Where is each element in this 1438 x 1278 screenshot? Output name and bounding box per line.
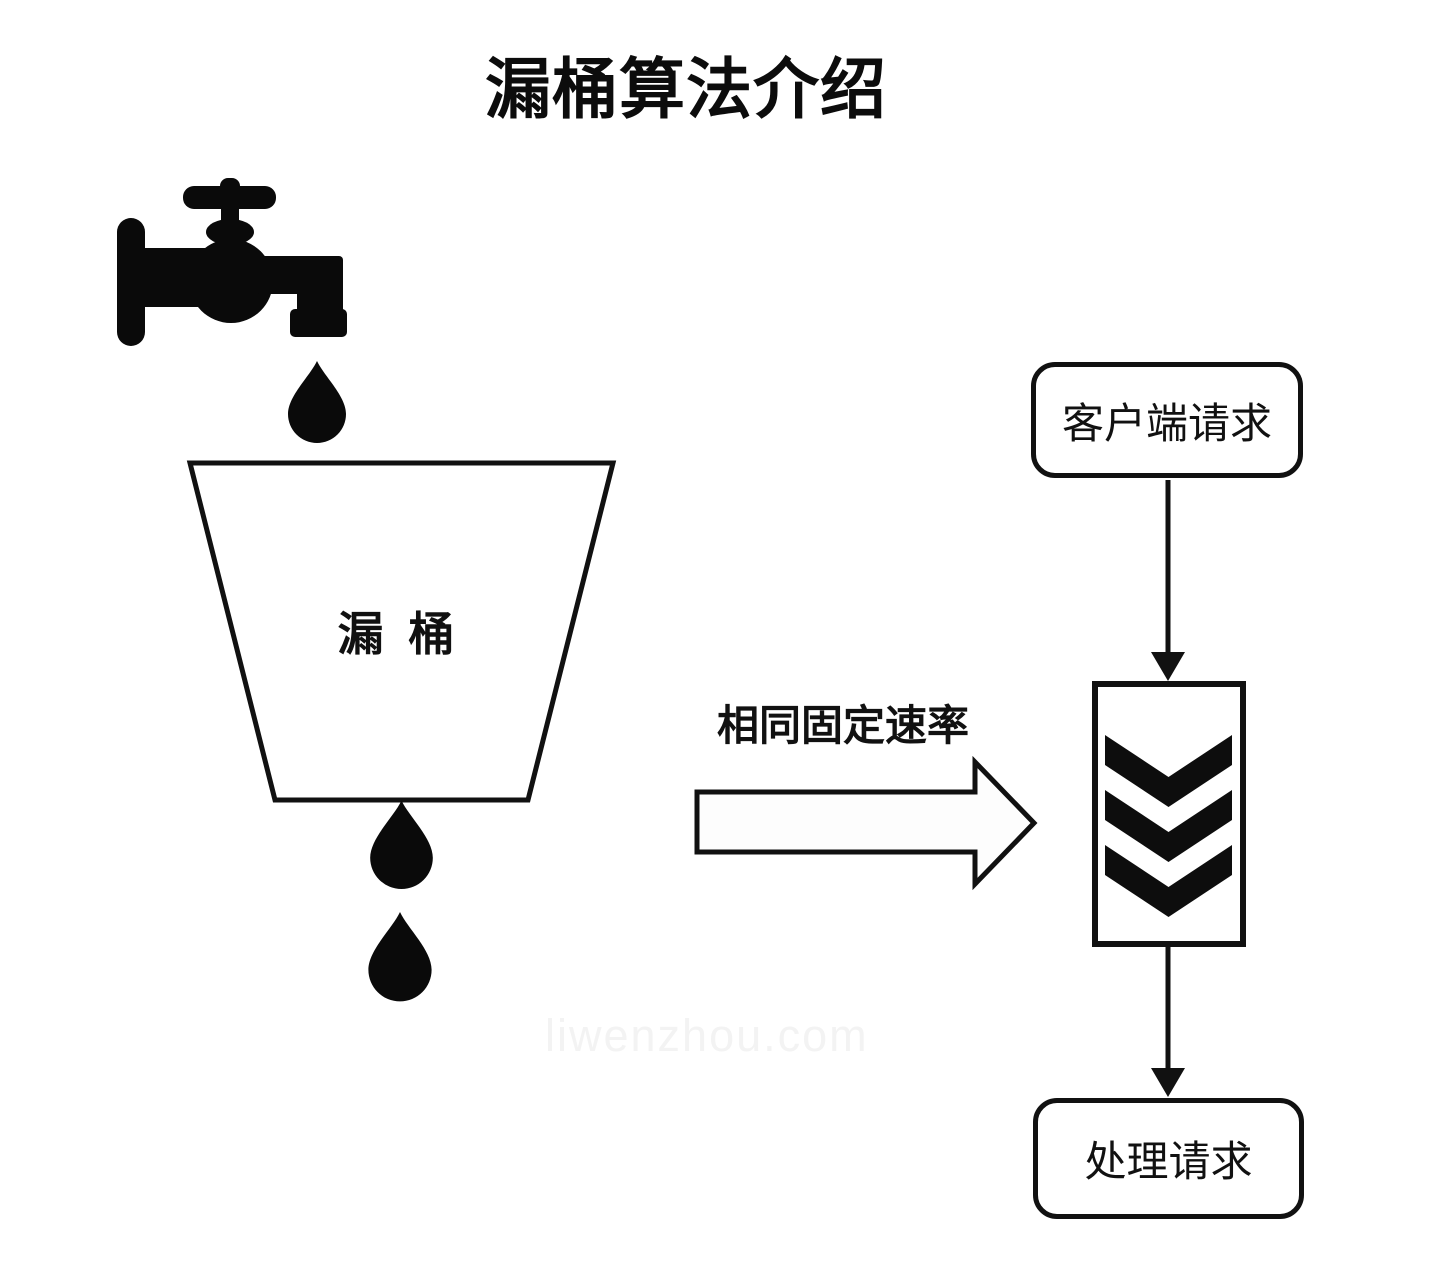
arrow-down-icon [1151,947,1185,1097]
bucket-label: 漏 桶 [337,608,461,660]
client-request-box: 客户端请求 [1031,362,1303,478]
rate-label: 相同固定速率 [716,702,969,749]
water-drop-icon [288,361,346,443]
arrow-right-outline-icon [694,755,1038,891]
process-request-label: 处理请求 [1084,1138,1253,1185]
watermark: liwenzhou.com [545,1010,869,1061]
water-drop-icon [370,800,433,890]
process-request-box: 处理请求 [1033,1098,1304,1219]
faucet-icon [117,178,347,346]
chevrons-down-icon [1105,735,1232,917]
queue-box [1092,681,1246,947]
water-drop-icon [368,912,432,1002]
bucket-shape [186,460,617,803]
client-request-label: 客户端请求 [1061,399,1272,447]
arrow-down-icon [1151,480,1185,681]
page-title: 漏桶算法介绍 [485,52,887,126]
